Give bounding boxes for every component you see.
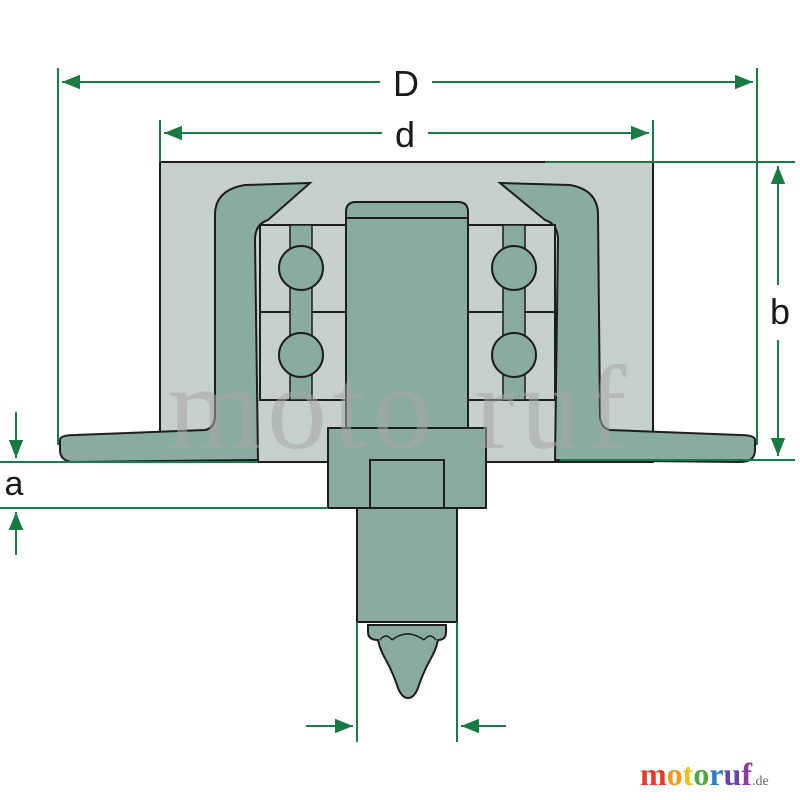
center-shaft — [345, 201, 469, 431]
label-b: b — [770, 291, 790, 332]
watermark-text: moto ruf — [168, 341, 633, 474]
right-flange — [497, 181, 756, 464]
label-a: a — [5, 465, 24, 503]
dimension-lines — [0, 68, 795, 742]
clip-tip — [367, 624, 447, 700]
right-bearing — [466, 224, 556, 401]
label-D: D — [393, 63, 419, 104]
label-d: d — [395, 114, 415, 155]
threaded-stud — [356, 507, 458, 623]
brand-logo: motoruf.de — [640, 756, 769, 792]
